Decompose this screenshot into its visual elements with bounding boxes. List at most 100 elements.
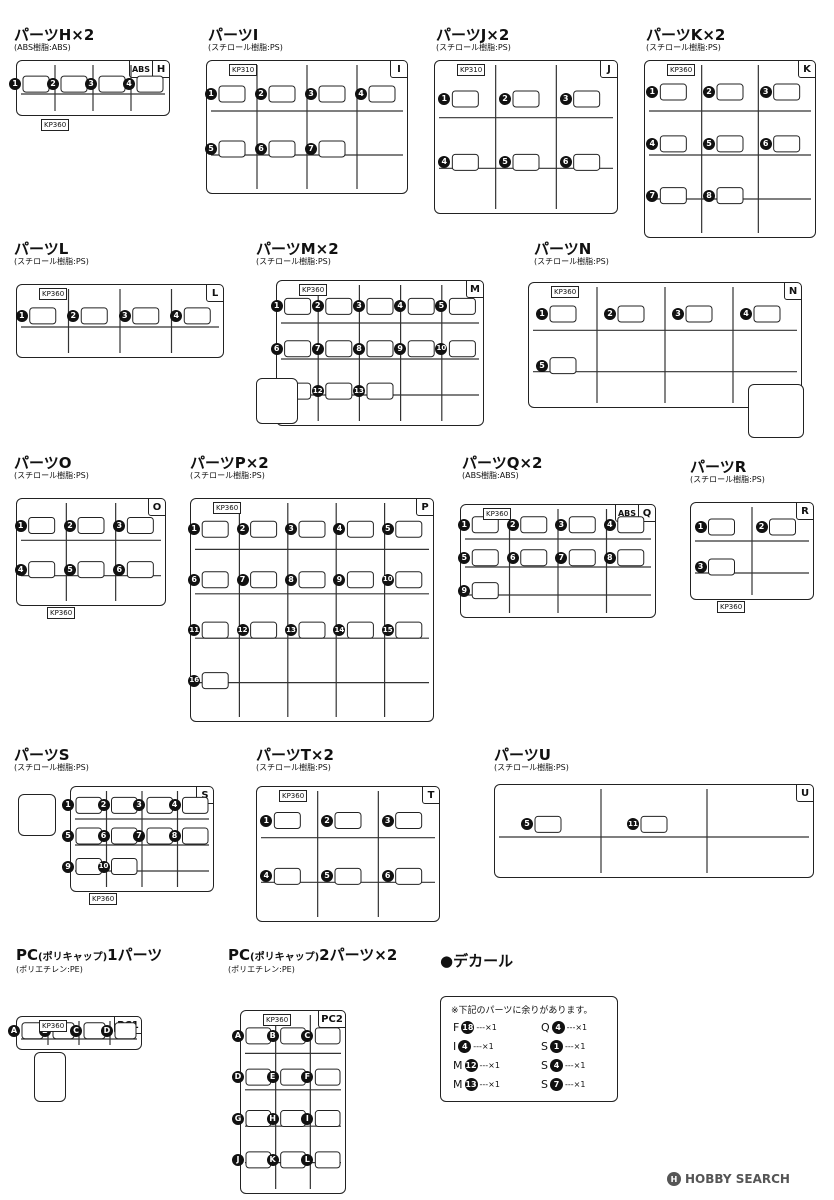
section-title-main: PC [16,946,39,964]
part-outline [395,571,423,589]
part-number-marker: 12 [311,385,324,398]
material-label-o: (スチロール樹脂:PS) [14,471,89,480]
part-number-marker: 2 [47,78,59,91]
part-outline [22,75,50,93]
kp-stamp: KP310 [457,64,486,76]
spare-part-count: ---×1 [564,1061,586,1070]
material-label-p: (スチロール樹脂:PS) [190,471,265,480]
part-number-marker: 4 [333,523,346,536]
part-number-marker: 3 [305,88,317,100]
part-number-marker: 2 [97,799,110,812]
part-outline [708,558,735,576]
section-title-p: パーツP×2 [190,454,269,472]
watermark-text: HOBBY SEARCH [685,1172,790,1186]
part-number-marker: F [301,1071,314,1084]
part-outline [201,672,229,690]
spare-part-letter: M [453,1059,463,1072]
sprue-lines [649,65,811,233]
spare-part-number: 4 [549,1059,563,1072]
spare-part-number: 7 [549,1078,563,1091]
part-number-marker: 3 [353,300,365,313]
part-number-marker: 15 [381,624,394,637]
spare-part-number: 13 [464,1078,478,1091]
watermark: H HOBBY SEARCH [667,1172,790,1186]
part-number-marker: 4 [740,308,752,320]
material-label-pc1: (ポリエチレン:PE) [16,965,83,974]
decal-title: ●デカール [440,952,514,970]
part-outline [659,135,687,153]
runner-letter-tag: I [390,60,408,78]
part-outline [298,621,326,639]
part-outline [773,135,801,153]
part-outline [325,382,353,400]
section-title-n: パーツN [534,240,592,258]
material-label-m: (スチロール樹脂:PS) [256,257,331,266]
part-number-marker: 1 [694,521,707,533]
part-number-marker: 5 [205,143,217,155]
part-number-marker: 2 [311,300,324,313]
part-number-marker: 1 [14,519,27,532]
part-number-marker: 9 [458,584,471,597]
section-title-l: パーツL [14,240,69,258]
part-number-marker: 5 [499,156,511,169]
spare-part-count: ---×1 [479,1080,500,1089]
sprue-lines [281,285,479,421]
runner-letter-tag: O [148,498,166,516]
hobby-search-logo-icon: H [667,1172,681,1186]
runner-sub-frame [18,794,56,836]
part-outline [77,561,105,579]
part-number-marker: 7 [311,342,324,355]
part-outline [250,621,278,639]
kp-stamp: KP360 [279,790,308,802]
part-number-marker: 8 [285,573,297,586]
part-outline [549,305,577,323]
part-number-marker: 8 [168,829,181,842]
part-outline [573,153,601,171]
material-label-i: (スチロール樹脂:PS) [208,43,283,52]
part-number-marker: 1 [438,93,451,105]
spare-part-count: ---×1 [476,1023,497,1032]
part-number-marker: 4 [355,88,367,100]
part-number-marker: 2 [64,519,76,532]
part-number-marker: A [8,1024,20,1037]
part-outline [98,75,126,93]
part-outline [534,815,562,833]
part-number-marker: 6 [113,563,126,576]
runner-letter-tag: U [796,784,814,802]
section-title-pc2: PC(ポリキャップ)2パーツ×2 [228,948,397,963]
spare-part-count: ---×1 [566,1023,588,1032]
part-number-marker: 8 [603,551,616,564]
kp-stamp: KP360 [717,601,746,613]
part-number-marker: 1 [270,300,283,313]
part-outline [318,85,346,103]
part-outline [273,867,301,885]
part-number-marker: 1 [188,523,201,536]
runner-sub-frame [34,1052,66,1102]
part-number-marker: A [232,1029,244,1042]
part-outline [80,307,108,325]
part-number-marker: 1 [62,799,74,812]
part-number-marker: 6 [188,573,201,586]
sprue-lines [75,791,209,887]
part-outline [29,307,57,325]
part-outline [182,827,209,845]
part-number-marker: 2 [604,308,616,320]
part-outline [617,305,645,323]
runner-letter-tag: T [422,786,440,804]
material-label-n: (スチロール樹脂:PS) [534,257,609,266]
part-outline [451,90,479,108]
spare-part-count: ---×1 [473,1042,494,1051]
part-outline [407,297,435,315]
part-number-marker: 8 [353,342,365,355]
part-number-marker: 10 [381,573,394,586]
part-outline [716,187,744,205]
part-outline [183,307,211,325]
part-number-marker: 2 [236,523,249,536]
kp-stamp: KP360 [551,286,580,298]
sprue-lines [21,65,165,111]
